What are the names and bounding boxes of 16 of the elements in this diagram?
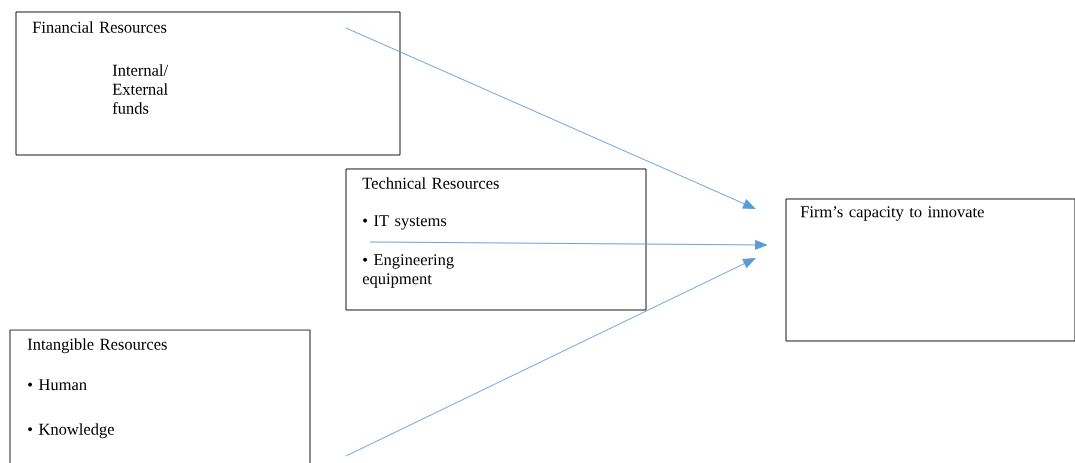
box-text: • Knowledge [28,423,114,439]
resource-box [785,198,1075,342]
arrow [369,240,768,250]
box-text: • Engineering equipment [362,254,454,288]
box-text: • Human [28,379,87,391]
resource-box [15,11,401,156]
box-heading: Intangible Resources [27,338,167,354]
resource-box [345,168,647,311]
box-text: Internal/ External funds [112,64,169,114]
arrow [345,258,756,457]
resource-box [9,329,311,463]
box-heading: Financial Resources [32,21,167,33]
box-heading: Firm’s capacity to innovate [800,206,984,221]
box-heading: Technical Resources [362,177,499,189]
arrow [345,27,756,209]
box-text: • IT systems [363,215,447,230]
